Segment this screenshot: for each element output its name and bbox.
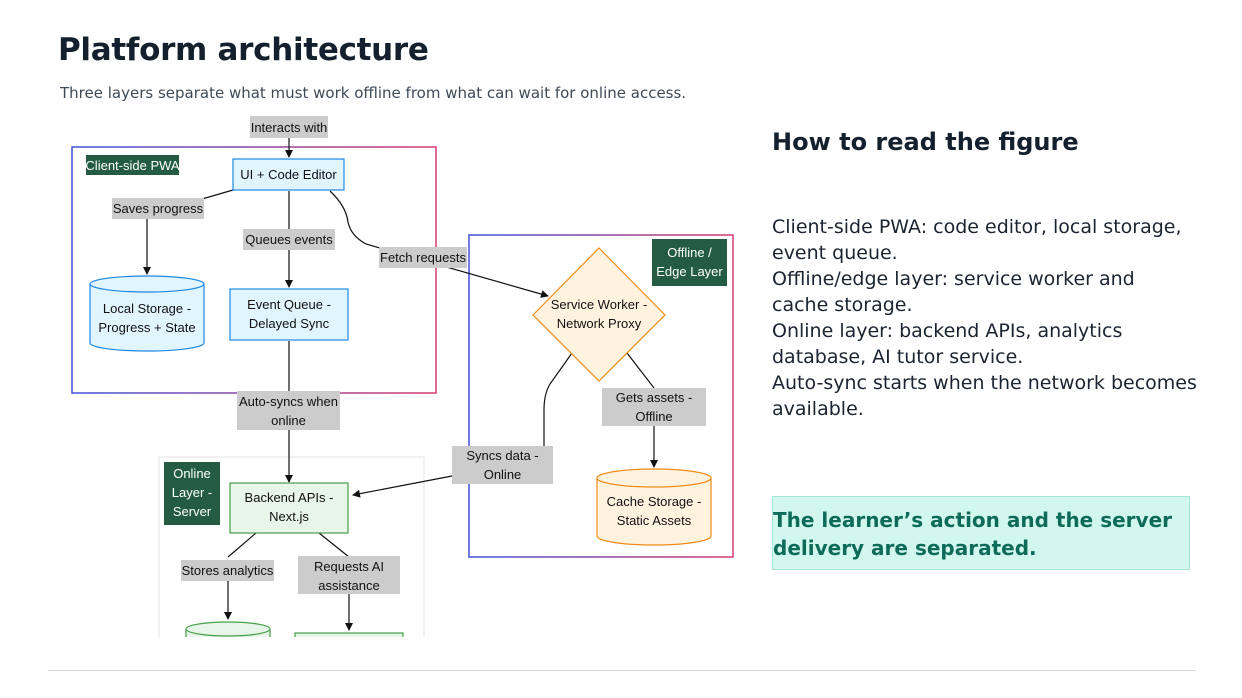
edge-label-syncs-data: Syncs data - Online: [452, 446, 553, 484]
edge-label-saves-progress: Saves progress: [112, 198, 204, 219]
client-group-tag: Client-side PWA: [85, 155, 180, 175]
page-title: Platform architecture: [58, 32, 429, 68]
list-item: Client-side PWA: code editor, local stor…: [772, 216, 1182, 264]
backend-apis-node: Backend APIs - Next.js: [229, 482, 349, 534]
svg-text:Static Assets: Static Assets: [617, 513, 692, 528]
panel-heading: How to read the figure: [772, 128, 1079, 156]
edge-label-requests-ai: Requests AI assistance: [298, 556, 400, 594]
edge-label-auto-syncs: Auto-syncs when online: [237, 391, 340, 430]
svg-text:Local Storage -: Local Storage -: [103, 301, 191, 316]
callout-text: The learner’s action and the server deli…: [773, 508, 1173, 560]
architecture-diagram: Client-side PWA Offline / Edge Layer Onl…: [66, 116, 739, 637]
list-item: Offline/edge layer: service worker and c…: [772, 268, 1135, 316]
analytics-db-node: [185, 621, 271, 637]
svg-text:Offline /: Offline /: [667, 245, 712, 260]
edge-label-queues-events: Queues events: [243, 229, 335, 250]
svg-text:Syncs data -: Syncs data -: [466, 448, 538, 463]
edge-group-tag: Offline / Edge Layer: [652, 239, 727, 286]
svg-text:Client-side PWA: Client-side PWA: [85, 158, 179, 173]
edge-label-gets-assets: Gets assets - Offline: [602, 388, 706, 426]
svg-text:Server: Server: [173, 504, 212, 519]
svg-text:Event Queue -: Event Queue -: [247, 297, 331, 312]
svg-text:Next.js: Next.js: [269, 509, 309, 524]
svg-text:Network Proxy: Network Proxy: [557, 316, 642, 331]
svg-text:Layer -: Layer -: [172, 485, 212, 500]
svg-text:Online: Online: [484, 467, 522, 482]
online-group-tag: Online Layer - Server: [164, 462, 220, 525]
svg-text:Stores analytics: Stores analytics: [182, 563, 274, 578]
key-points-list: Client-side PWA: code editor, local stor…: [772, 214, 1197, 422]
svg-text:Fetch requests: Fetch requests: [380, 250, 466, 265]
svg-text:Delayed Sync: Delayed Sync: [249, 316, 330, 331]
svg-text:Service Worker -: Service Worker -: [551, 297, 648, 312]
ai-tutor-node: [294, 632, 404, 637]
svg-text:Auto-syncs when: Auto-syncs when: [239, 394, 338, 409]
callout-box: The learner’s action and the server deli…: [772, 496, 1190, 570]
list-item: Online layer: backend APIs, analytics da…: [772, 320, 1123, 368]
svg-text:online: online: [271, 413, 306, 428]
svg-text:Requests AI: Requests AI: [314, 559, 384, 574]
edge-label-interacts-with: Interacts with: [250, 116, 328, 138]
svg-text:Interacts with: Interacts with: [251, 120, 328, 135]
svg-text:Cache Storage -: Cache Storage -: [607, 494, 702, 509]
svg-text:Saves progress: Saves progress: [113, 201, 204, 216]
svg-text:Backend APIs -: Backend APIs -: [245, 490, 334, 505]
ui-editor-node: UI + Code Editor: [232, 158, 345, 191]
page-subtitle: Three layers separate what must work off…: [60, 84, 687, 102]
footer-divider: [48, 670, 1196, 671]
list-item: Auto-sync starts when the network become…: [772, 372, 1197, 420]
svg-text:Edge Layer: Edge Layer: [656, 264, 723, 279]
svg-text:Progress + State: Progress + State: [98, 320, 195, 335]
svg-text:UI + Code Editor: UI + Code Editor: [240, 167, 337, 182]
svg-text:Offline: Offline: [635, 409, 672, 424]
online-group-frame: [158, 456, 425, 637]
service-worker-node: Service Worker - Network Proxy: [532, 247, 666, 382]
event-queue-node: Event Queue - Delayed Sync: [229, 288, 349, 341]
svg-text:assistance: assistance: [318, 578, 379, 593]
local-storage-node: Local Storage - Progress + State: [89, 275, 205, 352]
cache-storage-node: Cache Storage - Static Assets: [596, 468, 712, 546]
svg-text:Online: Online: [173, 466, 211, 481]
svg-text:Gets assets -: Gets assets -: [616, 390, 693, 405]
edge-label-stores-analytics: Stores analytics: [181, 560, 274, 581]
edge-group-frame: [468, 234, 734, 558]
edge-label-fetch-requests: Fetch requests: [379, 247, 467, 268]
svg-text:Queues events: Queues events: [245, 232, 333, 247]
